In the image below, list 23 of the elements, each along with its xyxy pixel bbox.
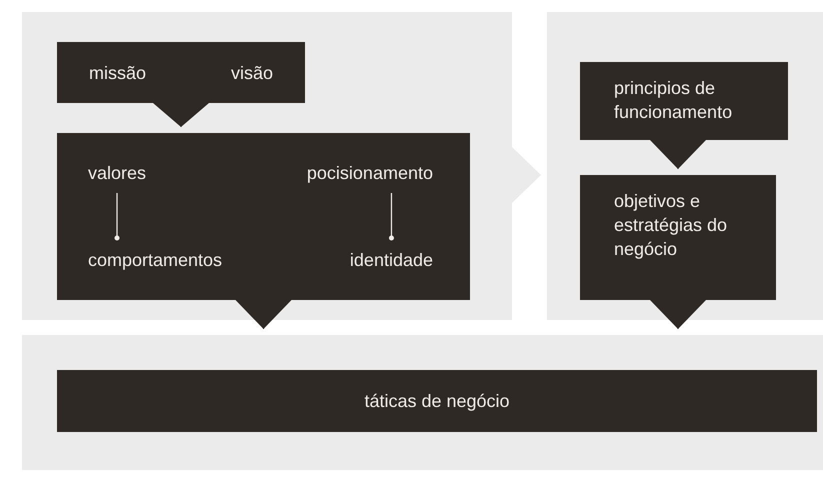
panel-background <box>22 12 512 320</box>
box-label: táticas de negócio <box>364 390 510 413</box>
panel-background <box>22 335 823 470</box>
box-label: principios de funcionamento <box>614 77 734 124</box>
dark-box <box>57 133 470 300</box>
connector-line <box>388 193 394 240</box>
dark-box <box>580 175 776 300</box>
box-label: objetivos e estratégias do negócio <box>614 190 728 261</box>
box-label: missão <box>89 62 146 84</box>
item-label: comportamentos <box>88 248 222 272</box>
box-label: visão <box>230 62 273 84</box>
panel-background <box>547 12 823 320</box>
dark-box <box>580 62 788 140</box>
connector-line <box>114 193 120 240</box>
pointer-arrow <box>153 102 209 128</box>
item-label: pocisionamento <box>306 161 433 185</box>
pointer-arrow <box>650 140 706 170</box>
item-label: identidade <box>350 248 433 272</box>
item-label: valores <box>88 161 146 185</box>
pointer-arrow <box>650 300 706 330</box>
dark-box <box>57 42 305 103</box>
dark-box <box>57 370 817 432</box>
pointer-arrow <box>236 300 292 330</box>
